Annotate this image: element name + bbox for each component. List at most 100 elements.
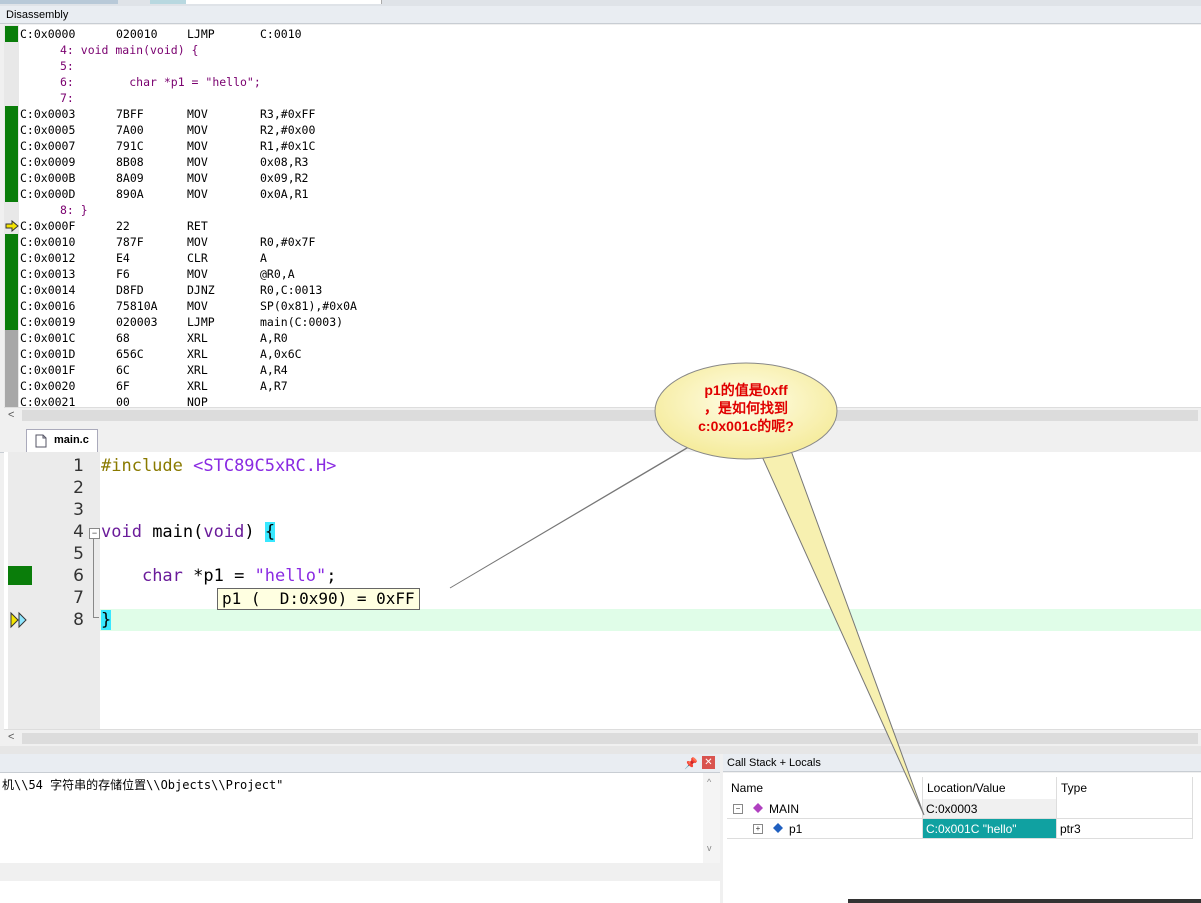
operands: A,R4: [260, 363, 288, 377]
coverage-mark: [5, 170, 18, 186]
callout-text: p1的值是0xff ，是如何找到 c:0x001c的呢?: [660, 381, 832, 435]
scroll-down-icon[interactable]: v: [707, 843, 712, 853]
disassembly-line[interactable]: 5:: [4, 58, 1194, 74]
coverage-mark: [5, 378, 18, 394]
mnemonic: MOV: [187, 171, 208, 185]
address: C:0x0005: [20, 123, 76, 137]
mnemonic: MOV: [187, 107, 208, 121]
code-line[interactable]: 7: [4, 587, 1201, 609]
output-vscrollbar[interactable]: ^ v: [703, 773, 720, 863]
row-type: [1057, 799, 1193, 819]
disassembly-line[interactable]: 8: }: [4, 202, 1194, 218]
mnemonic: XRL: [187, 331, 208, 345]
scroll-thumb[interactable]: [22, 410, 1198, 421]
column-name[interactable]: Name: [727, 777, 923, 799]
callstack-view[interactable]: Name Location/Value Type − MAIN C:0x0003…: [723, 773, 1201, 903]
top-tab-3[interactable]: [186, 0, 382, 4]
address: C:0x0009: [20, 155, 76, 169]
tab-main-c[interactable]: main.c: [26, 429, 98, 452]
scroll-left-icon[interactable]: <: [8, 731, 15, 743]
address: C:0x0014: [20, 283, 76, 297]
pin-icon[interactable]: 📌: [684, 758, 698, 770]
opcode-bytes: 656C: [116, 347, 144, 361]
mnemonic: MOV: [187, 235, 208, 249]
code-line[interactable]: 3: [4, 499, 1201, 521]
scroll-left-icon[interactable]: <: [8, 409, 15, 421]
address: C:0x0016: [20, 299, 76, 313]
address: C:0x0003: [20, 107, 76, 121]
code-line[interactable]: 5: [4, 543, 1201, 565]
callstack-row-p1[interactable]: + p1 C:0x001C "hello" ptr3: [727, 819, 1193, 839]
operands: A,0x6C: [260, 347, 302, 361]
top-tab-1[interactable]: [0, 0, 118, 4]
disassembly-line[interactable]: 7:: [4, 90, 1194, 106]
disassembly-line[interactable]: 4: void main(void) {: [4, 42, 1194, 58]
row-value: C:0x0003: [923, 799, 1057, 819]
operands: R2,#0x00: [260, 123, 316, 137]
column-location[interactable]: Location/Value: [923, 777, 1057, 799]
source-line: 5:: [60, 59, 74, 73]
code-line[interactable]: 6 char *p1 = "hello";: [4, 565, 1201, 587]
panel-separator[interactable]: [0, 746, 1201, 754]
opcode-bytes: 22: [116, 219, 130, 233]
disassembly-line[interactable]: 6: char *p1 = "hello";: [4, 74, 1194, 90]
callstack-row-main[interactable]: − MAIN C:0x0003: [727, 799, 1193, 819]
address: C:0x000F: [20, 219, 76, 233]
tab-label: main.c: [54, 434, 89, 446]
operands: C:0010: [260, 27, 302, 41]
expand-icon[interactable]: +: [753, 824, 763, 834]
code-line[interactable]: 2: [4, 477, 1201, 499]
top-tab-2[interactable]: [150, 0, 186, 4]
operands: A,R0: [260, 331, 288, 345]
mnemonic: MOV: [187, 267, 208, 281]
line-number: 6: [73, 566, 84, 586]
editor-hscrollbar[interactable]: <: [4, 729, 1201, 747]
opcode-bytes: 75810A: [116, 299, 158, 313]
operands: R3,#0xFF: [260, 107, 316, 121]
editor-margin[interactable]: [8, 452, 100, 729]
callstack-header: Name Location/Value Type: [727, 777, 1193, 799]
opcode-bytes: 8B08: [116, 155, 144, 169]
opcode-bytes: 787F: [116, 235, 144, 249]
opcode-bytes: 020010: [116, 27, 158, 41]
code-line[interactable]: 8}: [4, 609, 1201, 631]
collapse-icon[interactable]: −: [733, 804, 743, 814]
close-icon[interactable]: ✕: [702, 756, 715, 769]
callout-line: ，是如何找到: [704, 400, 788, 416]
line-number: 1: [73, 456, 84, 476]
column-type[interactable]: Type: [1057, 777, 1193, 799]
disassembly-hscrollbar[interactable]: <: [4, 407, 1201, 423]
scroll-up-icon[interactable]: ^: [707, 777, 712, 787]
scroll-thumb[interactable]: [22, 733, 1198, 744]
opcode-bytes: 6F: [116, 379, 130, 393]
coverage-mark: [5, 90, 18, 106]
fold-toggle-icon[interactable]: −: [89, 528, 100, 539]
output-view[interactable]: 机\\54 字符串的存储位置\\Objects\\Project": [0, 773, 720, 903]
code-line[interactable]: 1#include <STC89C5xRC.H>: [4, 455, 1201, 477]
coverage-mark: [5, 282, 18, 298]
row-value[interactable]: C:0x001C "hello": [923, 819, 1057, 839]
output-hscroll-area[interactable]: [0, 863, 720, 881]
